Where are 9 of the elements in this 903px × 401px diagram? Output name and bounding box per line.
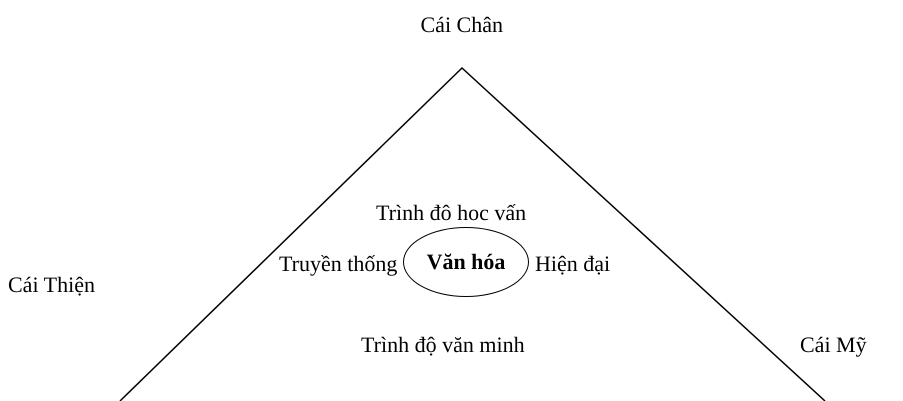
concept-label: Cái Chân (420, 12, 503, 38)
concept-label: Truyền thống (279, 251, 398, 277)
concept-label: Cái Thiện (8, 272, 95, 298)
concept-label: Trình độ văn minh (361, 332, 525, 358)
concept-label: Hiện đại (535, 251, 610, 277)
concept-label: Cái Mỹ (800, 332, 867, 358)
culture-ellipse (403, 227, 529, 297)
concept-label: Trình đô hoc vấn (376, 200, 526, 226)
node-label: Văn hóa (426, 249, 506, 275)
